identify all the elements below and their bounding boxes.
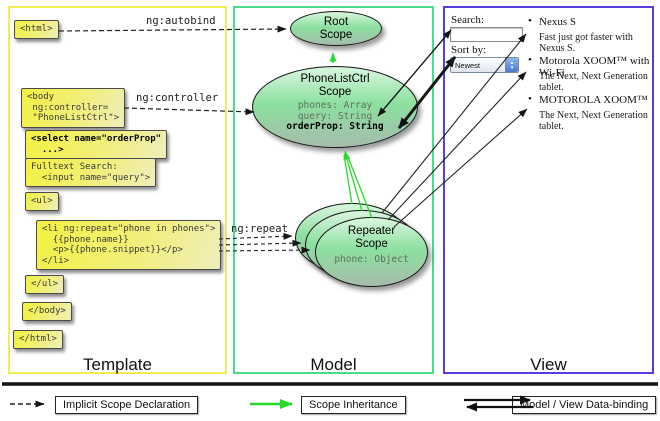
sort-dropdown[interactable]: Newest ▲▼ <box>450 57 519 73</box>
sort-dropdown-value: Newest <box>455 60 481 70</box>
phonelistctrl-scope-props: phones: Array query: String <box>297 100 373 122</box>
code-box-select: <select name="orderProp" ...> <box>25 130 168 160</box>
autobind-label: ng:autobind <box>146 15 216 27</box>
view-item-title: •Nexus S <box>528 15 576 28</box>
model-column-label: Model <box>310 355 357 374</box>
code-box-li-repeat: <li ng:repeat="phone in phones"> {{phone… <box>36 220 222 271</box>
code-box-ul-open: <ul> <box>25 192 59 211</box>
view-column-label: View <box>530 355 567 374</box>
legend-implicit-scope: Implicit Scope Declaration <box>55 396 199 414</box>
search-label: Search: <box>451 14 484 26</box>
bullet-icon: • <box>528 15 532 27</box>
phonelistctrl-scope-orderprop: orderProp: String <box>286 121 384 133</box>
code-box-html-close: </html> <box>13 330 63 349</box>
root-scope-title: Root Scope <box>319 16 353 42</box>
view-item-desc: The Next, Next Generation tablet. <box>539 110 648 132</box>
template-column-label: Template <box>83 355 152 374</box>
bullet-icon: • <box>528 93 532 105</box>
view-item-title: •Motorola XOOM™ with Wi-Fi <box>528 54 650 79</box>
legend-scope-inheritance: Scope Inheritance <box>301 396 406 414</box>
view-item-title: •MOTOROLA XOOM™ <box>528 93 648 106</box>
repeater-scope-title: Repeater Scope <box>347 225 396 251</box>
view-item-desc: The Next, Next Generation tablet. <box>539 71 648 93</box>
controller-label: ng:controller <box>136 92 219 104</box>
code-box-fulltext: Fulltext Search: <input name="query"> <box>25 158 157 188</box>
bullet-icon: • <box>528 54 532 66</box>
model-column: Model <box>233 6 434 374</box>
phonelistctrl-scope-title: PhoneListCtrl Scope <box>300 73 370 99</box>
root-scope-ellipse: Root Scope <box>290 11 382 46</box>
code-box-body-open: <body ng:controller= "PhoneListCtrl"> <box>21 88 126 128</box>
dropdown-stepper-icon: ▲▼ <box>505 58 518 72</box>
code-box-ul-close: </ul> <box>25 275 65 294</box>
repeater-scope-ellipse: Repeater Scope phone: Object <box>315 217 428 287</box>
repeat-label: ng:repeat <box>231 223 288 235</box>
view-item-desc: Fast just got faster with Nexus S. <box>539 32 633 54</box>
search-input[interactable] <box>450 27 523 42</box>
legend-data-binding: Model / View Data-binding <box>512 396 657 414</box>
code-box-html-open: <html> <box>14 20 59 39</box>
sort-label: Sort by: <box>451 44 487 56</box>
repeater-scope-prop: phone: Object <box>334 254 409 266</box>
code-box-body-close: </body> <box>22 302 72 321</box>
phonelistctrl-scope-ellipse: PhoneListCtrl Scope phones: Array query:… <box>252 66 418 148</box>
